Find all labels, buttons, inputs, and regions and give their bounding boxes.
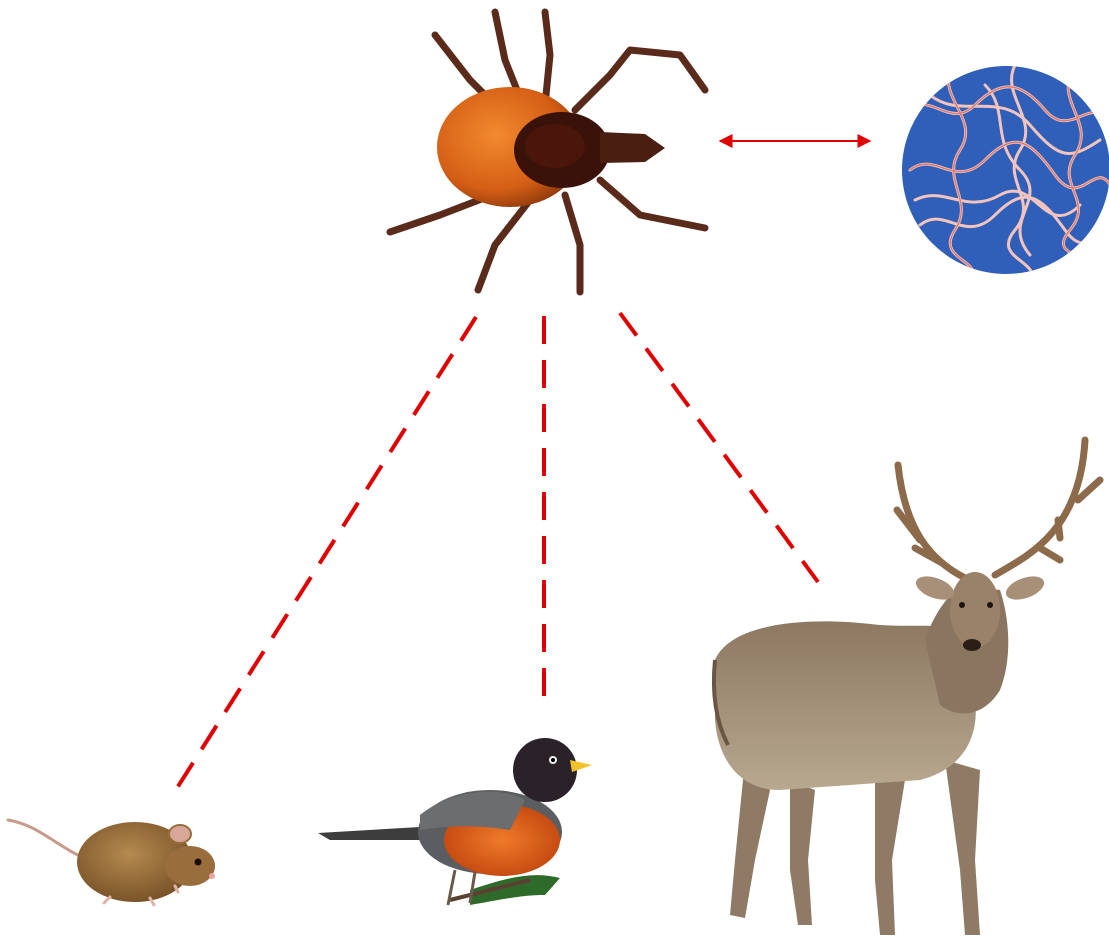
tick-deer-link: [620, 313, 818, 582]
spirochete-bacteria-icon: [902, 65, 1109, 285]
tick-mouse-link: [177, 317, 476, 788]
tick-icon: [390, 12, 705, 292]
robin-bird-icon: [318, 738, 592, 905]
deer-icon: [714, 440, 1100, 935]
mouse-icon: [8, 820, 215, 905]
